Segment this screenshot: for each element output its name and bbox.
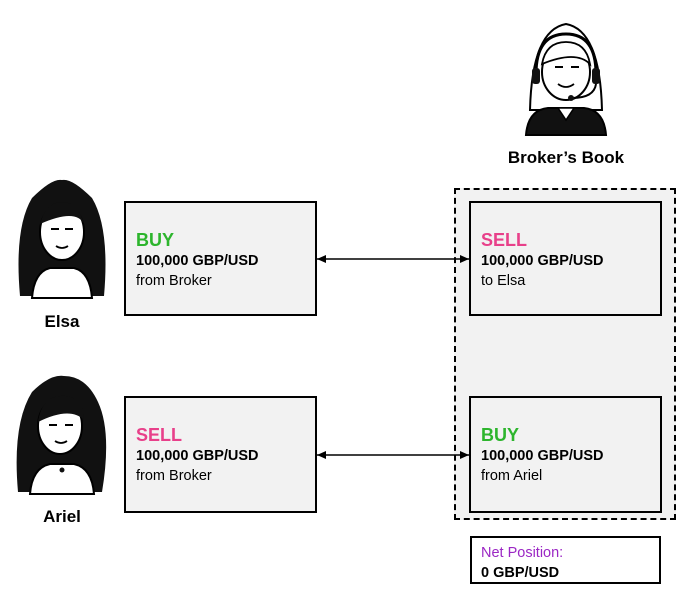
trade-amount: 100,000 GBP/USD bbox=[481, 253, 604, 269]
trade-amount: 100,000 GBP/USD bbox=[136, 448, 259, 464]
trade-counterparty: to Elsa bbox=[481, 273, 526, 289]
trade-action: SELL bbox=[136, 425, 183, 445]
trade-action: BUY bbox=[136, 230, 175, 250]
book-entry-buy-from-ariel: BUY 100,000 GBP/USD from Ariel bbox=[469, 396, 662, 513]
ariel-trade-box: SELL 100,000 GBP/USD from Broker bbox=[124, 396, 317, 513]
trade-counterparty: from Broker bbox=[136, 273, 212, 289]
elsa-trade-box: BUY 100,000 GBP/USD from Broker bbox=[124, 201, 317, 316]
trade-amount: 100,000 GBP/USD bbox=[136, 253, 259, 269]
trade-action: SELL bbox=[481, 230, 528, 250]
trade-amount: 100,000 GBP/USD bbox=[481, 448, 604, 464]
broker-headset-avatar-icon bbox=[524, 22, 608, 136]
trade-counterparty: from Broker bbox=[136, 468, 212, 484]
client-name-ariel: Ariel bbox=[43, 507, 81, 526]
net-position-box: Net Position: 0 GBP/USD bbox=[470, 536, 661, 584]
ariel-avatar-icon bbox=[16, 375, 107, 495]
net-position-label: Net Position: bbox=[481, 545, 564, 561]
elsa-avatar-icon bbox=[18, 179, 106, 299]
brokers-book-title: Broker’s Book bbox=[507, 148, 625, 167]
book-entry-sell-to-elsa: SELL 100,000 GBP/USD to Elsa bbox=[469, 201, 662, 316]
net-position-value: 0 GBP/USD bbox=[481, 565, 560, 581]
trade-counterparty: from Ariel bbox=[481, 468, 543, 484]
trade-action: BUY bbox=[481, 425, 520, 445]
client-name-elsa: Elsa bbox=[44, 312, 80, 331]
